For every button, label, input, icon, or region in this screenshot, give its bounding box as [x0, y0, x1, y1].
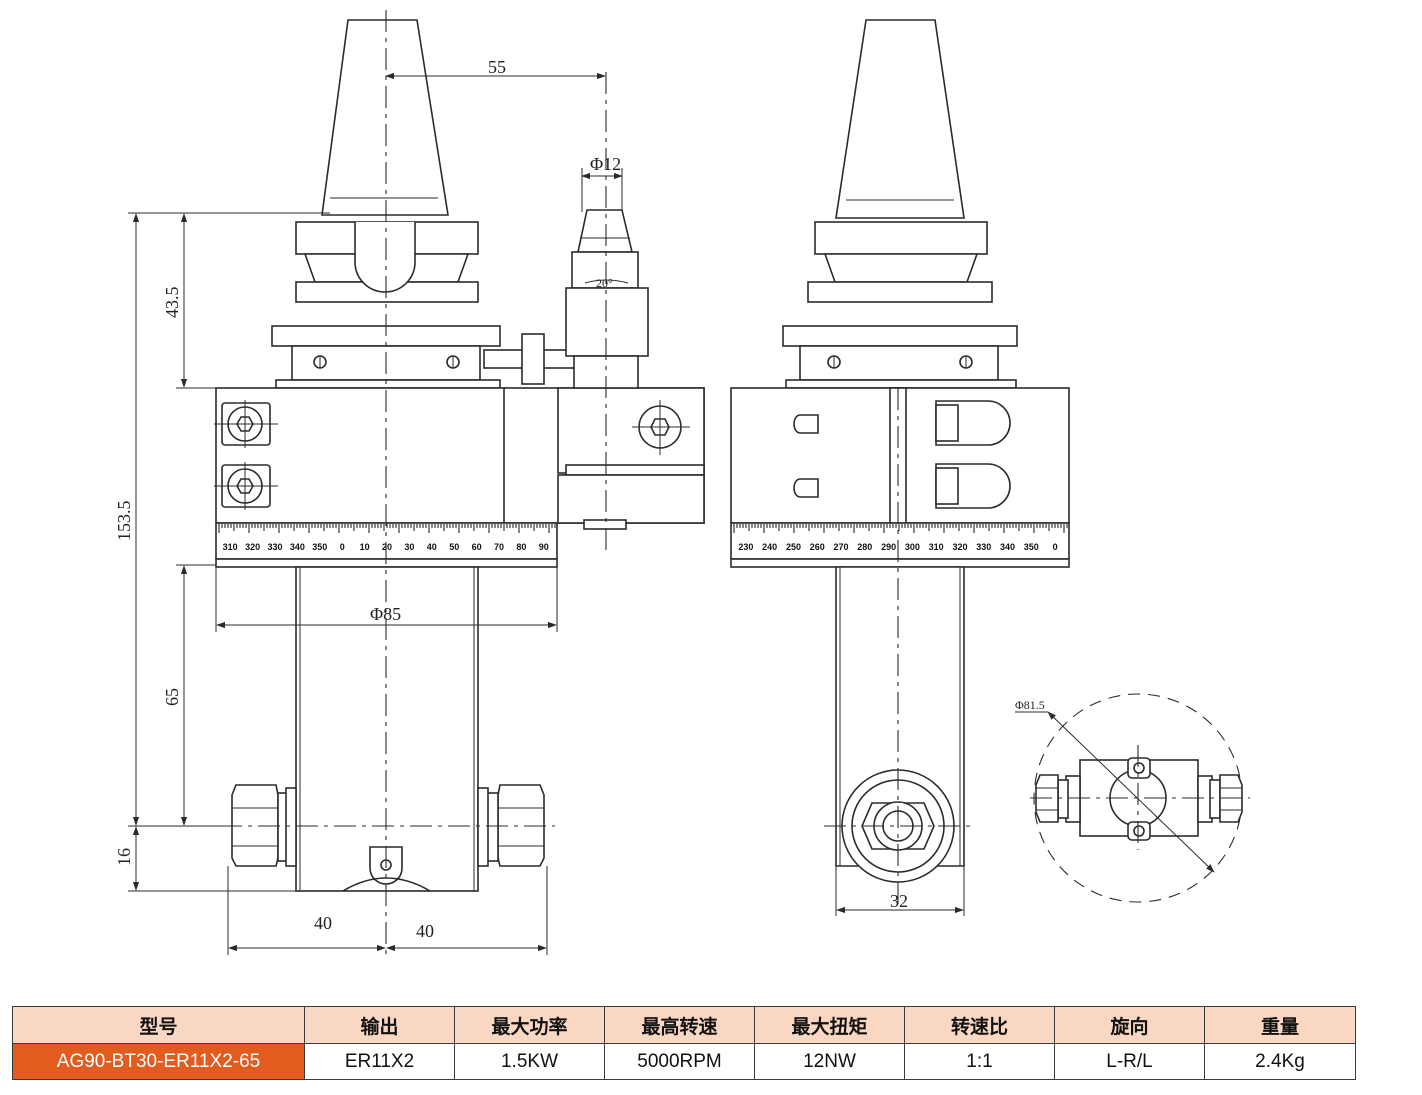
value-max-power: 1.5KW	[454, 1043, 605, 1080]
value-rotation: L-R/L	[1054, 1043, 1205, 1080]
value-model: AG90-BT30-ER11X2-65	[12, 1043, 305, 1080]
spec-table-value-row: AG90-BT30-ER11X2-65 ER11X2 1.5KW 5000RPM…	[12, 1043, 1356, 1080]
header-max-torque: 最大扭矩	[754, 1006, 905, 1044]
scale-label: 60	[472, 542, 482, 552]
scale-label: 250	[786, 542, 801, 552]
header-speed-ratio: 转速比	[904, 1006, 1055, 1044]
scale-label: 260	[810, 542, 825, 552]
header-weight: 重量	[1204, 1006, 1356, 1044]
scale-labels-left: 310 320 330 340 350 0 10 20 30 40 50 60 70 80 90	[223, 542, 549, 552]
scale-label: 90	[539, 542, 549, 552]
side-view: 230 240 250 260 270 280 290 300 310 320 330 340 350 0	[730, 19, 1070, 905]
scale-label: 30	[404, 542, 414, 552]
header-max-speed: 最高转速	[604, 1006, 755, 1044]
scale-label: 240	[762, 542, 777, 552]
value-max-speed: 5000RPM	[604, 1043, 755, 1080]
scale-label: 10	[360, 542, 370, 552]
spec-table-header-row: 型号 输出 最大功率 最高转速 最大扭矩 转速比 旋向 重量	[12, 1006, 1356, 1044]
scale-label: 310	[929, 542, 944, 552]
dim-40-right: 40	[416, 921, 434, 941]
dim-55: 55	[488, 57, 506, 77]
scale-ticks-right	[733, 524, 1068, 533]
dim-phi85: Φ85	[370, 604, 401, 624]
value-weight: 2.4Kg	[1204, 1043, 1356, 1080]
side-dimensions: 32	[835, 866, 965, 916]
dim-32: 32	[890, 891, 908, 911]
spec-table: 型号 输出 最大功率 最高转速 最大扭矩 转速比 旋向 重量 AG90-BT30…	[12, 1006, 1356, 1080]
dim-16: 16	[114, 848, 134, 866]
value-output: ER11X2	[304, 1043, 455, 1080]
scale-label: 20	[382, 542, 392, 552]
front-view: 310 320 330 340 350 0 10 20 30 40 50 60 70 80 90	[214, 10, 705, 955]
scale-label: 50	[449, 542, 459, 552]
scale-label: 340	[1000, 542, 1015, 552]
dim-65: 65	[162, 688, 182, 706]
header-model: 型号	[12, 1006, 305, 1044]
scale-label: 350	[312, 542, 327, 552]
scale-label: 320	[952, 542, 967, 552]
header-output: 输出	[304, 1006, 455, 1044]
dim-angle-20: 20°	[596, 276, 613, 290]
header-max-power: 最大功率	[454, 1006, 605, 1044]
scale-label: 0	[340, 542, 345, 552]
front-dimensions: 55 Φ12 20° 43.5 153.5 Φ85 65 16	[114, 57, 629, 955]
scale-label: 310	[223, 542, 238, 552]
scale-label: 350	[1024, 542, 1039, 552]
scale-label: 320	[245, 542, 260, 552]
scale-label: 300	[905, 542, 920, 552]
value-max-torque: 12NW	[754, 1043, 905, 1080]
scale-labels-right: 230 240 250 260 270 280 290 300 310 320 330 340 350 0	[738, 542, 1057, 552]
dim-40-left: 40	[314, 913, 332, 933]
dim-phi12: Φ12	[590, 154, 621, 174]
dim-43-5: 43.5	[162, 287, 182, 319]
scale-label: 290	[881, 542, 896, 552]
scale-label: 330	[267, 542, 282, 552]
scale-label: 70	[494, 542, 504, 552]
header-rotation: 旋向	[1054, 1006, 1205, 1044]
scale-label: 270	[833, 542, 848, 552]
dim-phi81-5: Φ81.5	[1015, 698, 1045, 712]
scale-ticks-left	[218, 524, 556, 533]
scale-label: 0	[1053, 542, 1058, 552]
scale-label: 80	[516, 542, 526, 552]
value-speed-ratio: 1:1	[904, 1043, 1055, 1080]
scale-label: 340	[290, 542, 305, 552]
scale-label: 330	[976, 542, 991, 552]
dim-153-5: 153.5	[114, 501, 134, 542]
top-view: Φ81.5	[1015, 693, 1250, 903]
scale-label: 230	[738, 542, 753, 552]
scale-label: 280	[857, 542, 872, 552]
scale-label: 40	[427, 542, 437, 552]
